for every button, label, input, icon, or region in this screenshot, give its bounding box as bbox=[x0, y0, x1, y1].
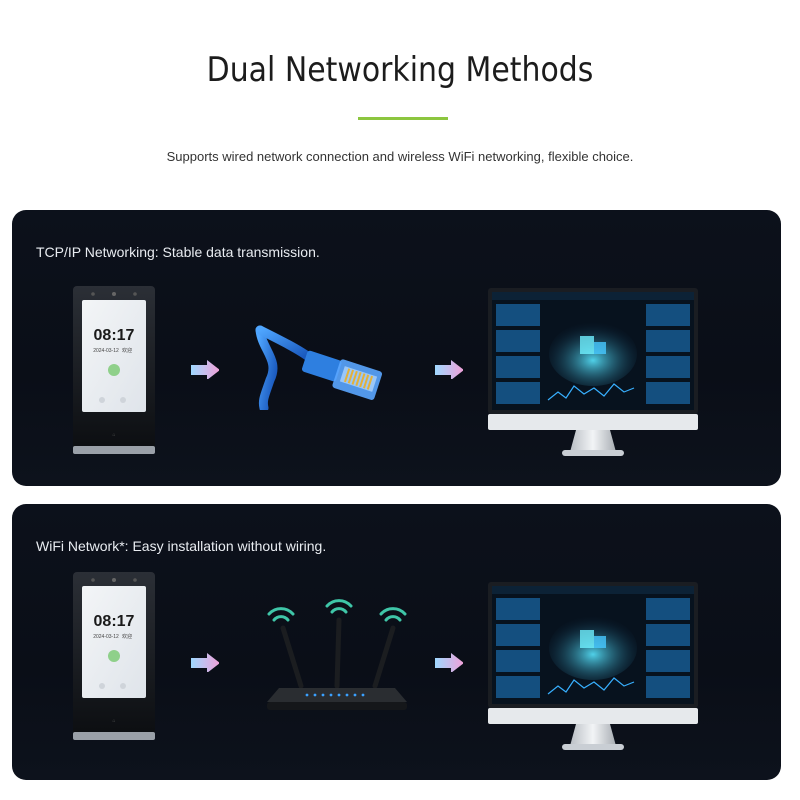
wifi-panel: WiFi Network*: Easy installation without… bbox=[12, 504, 781, 780]
flow-arrow-icon bbox=[435, 653, 463, 672]
svg-text:⌂: ⌂ bbox=[112, 718, 115, 724]
face-terminal-device: 08:17 2024-03-12 欢迎 ⌂ bbox=[73, 286, 155, 454]
device-date: 2024-03-12 bbox=[93, 348, 119, 354]
title-underline bbox=[358, 117, 448, 120]
ethernet-cable-icon bbox=[255, 325, 383, 410]
dashboard-monitor bbox=[488, 288, 698, 456]
panel-label: WiFi Network*: Easy installation without… bbox=[36, 538, 327, 554]
device-clock: 08:17 bbox=[94, 327, 135, 344]
dashboard-monitor bbox=[488, 582, 698, 750]
face-scan-icon bbox=[108, 650, 120, 662]
device-greeting: 欢迎 bbox=[122, 633, 132, 640]
device-clock: 08:17 bbox=[94, 613, 135, 630]
wifi-signal-icon bbox=[267, 599, 407, 622]
wifi-router-icon bbox=[267, 599, 407, 710]
page-title: Dual Networking Methods bbox=[206, 50, 594, 90]
page-subtitle: Supports wired network connection and wi… bbox=[166, 149, 634, 164]
flow-arrow-icon bbox=[435, 360, 463, 379]
panel-label: TCP/IP Networking: Stable data transmiss… bbox=[36, 244, 320, 260]
device-date: 2024-03-12 bbox=[93, 634, 119, 640]
face-terminal-device: 08:17 2024-03-12 欢迎 ⌂ bbox=[73, 572, 155, 740]
flow-arrow-icon bbox=[191, 360, 219, 379]
flow-arrow-icon bbox=[191, 653, 219, 672]
face-scan-icon bbox=[108, 364, 120, 376]
device-greeting: 欢迎 bbox=[122, 347, 132, 354]
svg-text:⌂: ⌂ bbox=[112, 432, 115, 438]
tcpip-panel: TCP/IP Networking: Stable data transmiss… bbox=[12, 210, 781, 486]
